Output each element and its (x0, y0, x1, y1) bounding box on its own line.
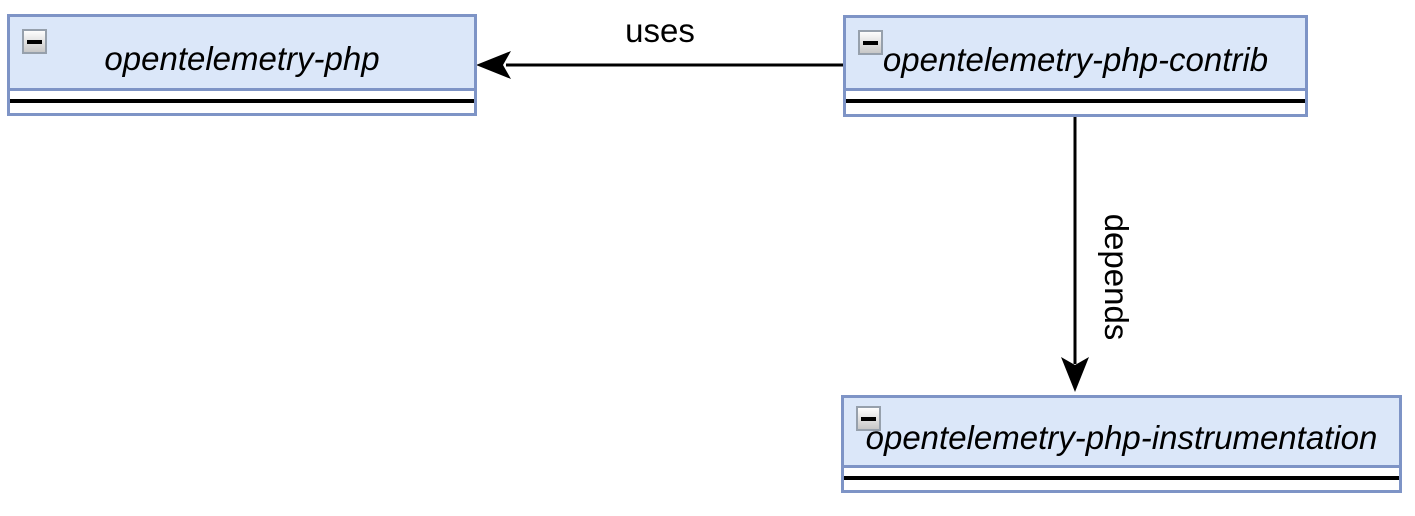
minus-icon (861, 416, 876, 421)
node-title-bar: opentelemetry-php-contrib (846, 18, 1305, 91)
depends-edge-label: depends (1098, 213, 1135, 341)
minus-icon (27, 39, 42, 44)
minus-icon (863, 40, 878, 45)
depends-edge-arrowhead-icon (1061, 357, 1089, 392)
collapse-minus-icon[interactable] (856, 406, 881, 431)
node-label: opentelemetry-php-contrib (882, 40, 1269, 78)
compartment-divider (844, 475, 1399, 480)
collapse-minus-icon[interactable] (858, 30, 883, 55)
node-opentelemetry-php-contrib[interactable]: opentelemetry-php-contrib (843, 15, 1308, 117)
uses-edge-arrowhead-icon (476, 51, 511, 79)
node-opentelemetry-php[interactable]: opentelemetry-php (7, 14, 477, 116)
node-label: opentelemetry-php (104, 40, 380, 77)
uses-edge-label: uses (625, 12, 695, 49)
node-compartment (844, 468, 1399, 487)
collapse-minus-icon[interactable] (22, 29, 47, 54)
compartment-divider (10, 98, 474, 103)
node-compartment (10, 91, 474, 110)
node-title-bar: opentelemetry-php (10, 17, 474, 91)
node-label: opentelemetry-php-instrumentation (865, 419, 1378, 456)
compartment-divider (846, 99, 1305, 103)
node-compartment (846, 91, 1305, 111)
node-opentelemetry-php-instrumentation[interactable]: opentelemetry-php-instrumentation (841, 395, 1402, 493)
node-title-bar: opentelemetry-php-instrumentation (844, 398, 1399, 468)
